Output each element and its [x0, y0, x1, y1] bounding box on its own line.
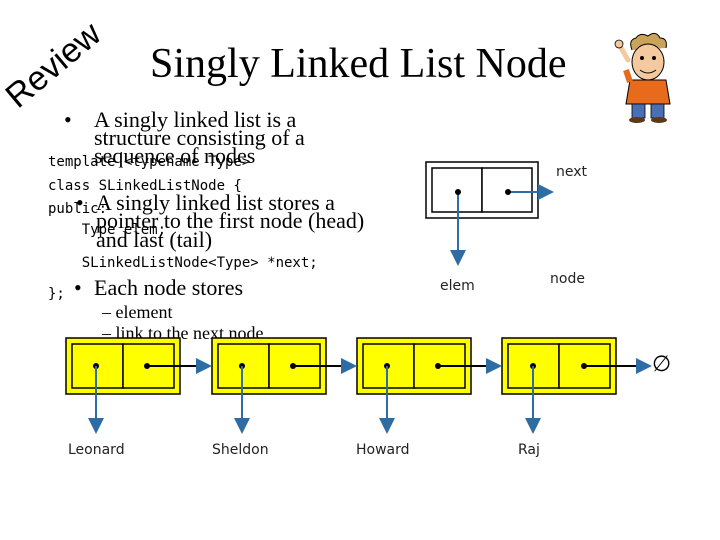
code-line-2: class SLinkedListNode {	[48, 178, 242, 194]
node-next-cell	[481, 167, 533, 213]
dash: –	[102, 323, 116, 343]
list-node-2	[211, 337, 327, 395]
list-label-2: Sheldon	[212, 442, 269, 458]
next-label: next	[556, 164, 588, 180]
list-node-3	[356, 337, 472, 395]
list-label-3: Howard	[356, 442, 410, 458]
code-line-5: SLinkedListNode<Type> *next;	[48, 255, 318, 271]
code-line-3: public:	[48, 201, 108, 217]
code-line-4: Type elem;	[48, 222, 167, 238]
bullet-2-line-3: and last (tail)	[96, 227, 213, 252]
node-elem-cell	[431, 167, 483, 213]
bullet-3: •	[74, 275, 82, 300]
node-label: node	[550, 271, 585, 287]
code-line-6: };	[48, 286, 65, 302]
bullet-1-line-1: A singly linked list is a	[94, 107, 297, 132]
page-title: Singly Linked List Node	[150, 41, 567, 87]
null-pointer-icon: ∅	[652, 352, 672, 377]
next-pointers	[144, 358, 652, 374]
bullet-1: •	[64, 107, 72, 132]
bullet-dot: •	[64, 107, 72, 132]
list-label-1: Leonard	[68, 442, 125, 458]
list-label-4: Raj	[518, 442, 540, 458]
next-dot	[505, 189, 511, 195]
bullet-2: •	[76, 190, 84, 215]
bullet-1-line-3: sequence of nodes	[94, 143, 256, 168]
sub-item-element: – element	[102, 302, 173, 322]
dash: –	[102, 302, 116, 322]
sub-item-link: – link to the next node	[102, 323, 264, 343]
review-tag: Review	[0, 14, 109, 116]
elem-label: elem	[440, 278, 475, 294]
elem-dot	[455, 189, 461, 195]
bullet-1-line-2: structure consisting of a	[94, 125, 305, 150]
node-outline	[425, 161, 539, 219]
list-node-4	[501, 337, 617, 395]
elem-pointers	[88, 363, 541, 434]
code-line-1: template <typename Type>	[48, 154, 251, 170]
list-node-1	[65, 337, 181, 395]
bullet-2-line-2: pointer to the first node (head)	[96, 208, 365, 233]
bullet-3-line-1: Each node stores	[94, 275, 244, 300]
bullet-2-line-1: A singly linked list stores a	[96, 190, 335, 215]
